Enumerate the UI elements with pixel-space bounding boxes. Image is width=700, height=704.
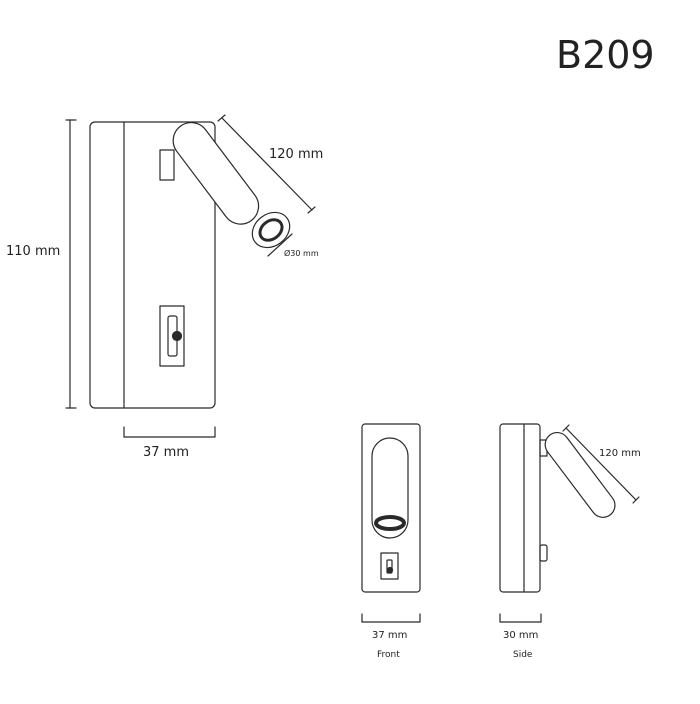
side-plate — [499, 423, 541, 593]
length-dimension-line — [217, 114, 316, 214]
front-plate — [361, 423, 421, 593]
spotlight-tube — [172, 122, 260, 225]
width-label: 37 mm — [143, 445, 189, 460]
lens-inner — [258, 218, 284, 242]
side-length-label: 120 mm — [599, 448, 641, 459]
side-switch — [539, 544, 548, 562]
main-view — [65, 114, 316, 438]
lens-outer — [251, 211, 291, 249]
side-caption: Side — [513, 650, 533, 660]
front-switch-knob — [386, 566, 394, 574]
front-tube — [371, 437, 409, 539]
front-width-dimension-line — [361, 613, 421, 623]
height-dimension-line — [65, 119, 77, 409]
side-tube — [544, 431, 616, 518]
switch-frame — [159, 305, 185, 367]
front-switch-frame — [380, 552, 399, 580]
front-width-label: 37 mm — [372, 630, 407, 641]
side-depth-dimension-line — [499, 613, 542, 623]
side-length-dimension-line — [562, 424, 640, 504]
front-caption: Front — [377, 650, 400, 660]
front-view — [361, 423, 421, 623]
diameter-label: Ø30 mm — [284, 248, 319, 258]
wall-plate — [89, 121, 216, 409]
length-label: 120 mm — [269, 147, 323, 162]
side-depth-label: 30 mm — [503, 630, 538, 641]
height-label: 110 mm — [6, 244, 60, 259]
model-number: B209 — [556, 33, 655, 77]
switch-knob — [171, 330, 183, 342]
width-dimension-line — [123, 426, 216, 438]
side-view — [499, 423, 640, 623]
arm-bracket — [159, 149, 175, 181]
diameter-dimension-line — [267, 233, 293, 257]
front-lens — [374, 515, 406, 531]
